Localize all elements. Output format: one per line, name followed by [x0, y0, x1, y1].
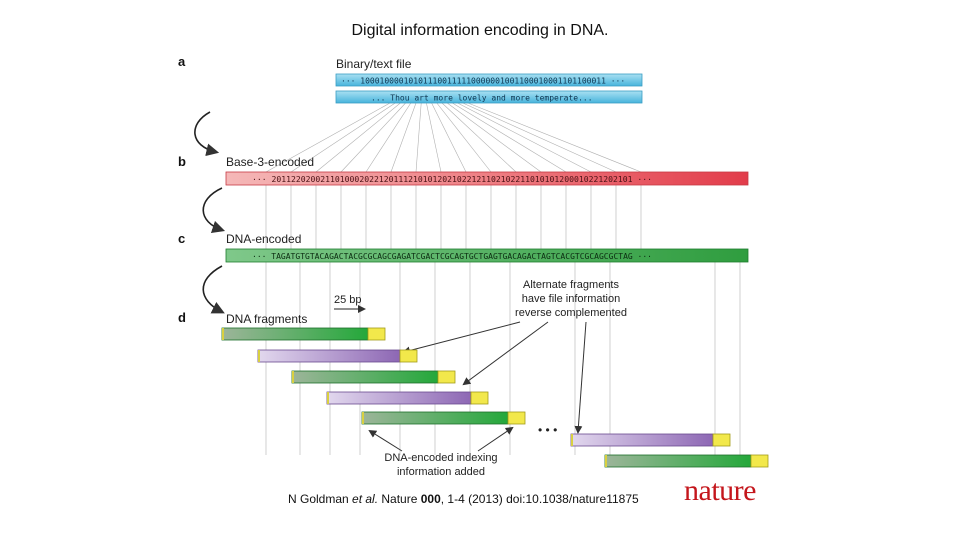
fan-line: [452, 102, 567, 173]
dna-bar: [225, 248, 749, 263]
citation-rest: , 1-4 (2013) doi:10.1038/nature11875: [440, 492, 639, 506]
fragment-end-mark: [605, 455, 607, 467]
fragments-ellipsis: • • •: [538, 423, 557, 437]
index-block: [437, 370, 456, 384]
fragment-end-mark: [222, 328, 224, 340]
fragment-body: [604, 454, 752, 468]
dna-fragment: [291, 370, 456, 384]
fragment-body: [326, 391, 472, 405]
fragment-end-mark: [292, 371, 294, 383]
index-note-arrow-left: [368, 429, 403, 452]
fragment-end-mark: [362, 412, 364, 424]
dna-sequence: ··· TAGATGTGTACAGACTACGCGCAGCGAGATCGACTC…: [252, 252, 652, 261]
index-note-line-1: DNA-encoded indexing: [384, 452, 497, 464]
panel-b-label: Base-3-encoded: [226, 155, 314, 169]
alt-note-arrow-1: [402, 321, 521, 355]
fan-line: [447, 102, 542, 173]
citation-authors: N Goldman: [288, 492, 353, 506]
fan-line: [415, 102, 422, 173]
connector-lines: [265, 91, 741, 455]
panel-c-label: DNA-encoded: [226, 232, 301, 246]
fragment-end-mark: [258, 350, 260, 362]
fan-line: [457, 102, 592, 173]
fan-line: [265, 102, 391, 173]
fragment-body: [570, 433, 714, 447]
index-block: [367, 327, 386, 341]
panel-d-label: DNA fragments: [226, 312, 307, 326]
fragment-end-mark: [327, 392, 329, 404]
dna-fragment: [570, 433, 731, 447]
binary-text: ··· 100010000101011100111110000001001100…: [341, 77, 625, 86]
index-note-line-2: information added: [397, 466, 485, 478]
panel-letter-b: b: [178, 154, 186, 169]
panel-letter-d: d: [178, 310, 186, 325]
dna-fragment: [361, 411, 526, 425]
base3-sequence: ··· 201122020021101000202212011121010120…: [252, 175, 652, 184]
fan-line: [467, 102, 642, 173]
dna-fragment: [604, 454, 769, 468]
fan-line: [365, 102, 412, 173]
dna-fragment: [326, 391, 489, 405]
fan-line: [436, 102, 492, 173]
citation: N Goldman et al. Nature 000, 1-4 (2013) …: [288, 492, 639, 506]
fragment-end-mark: [571, 434, 573, 446]
fan-line: [290, 102, 396, 173]
fan-line: [426, 102, 442, 173]
dna-fragments: [221, 327, 769, 468]
alt-note-arrow-2: [462, 321, 549, 386]
panel-a-label: Binary/text file: [336, 57, 412, 71]
dna-fragment: [221, 327, 386, 341]
index-block: [712, 433, 731, 447]
panel-letter-c: c: [178, 231, 185, 246]
citation-journal: Nature: [378, 492, 421, 506]
alt-note-line-2: have file information: [522, 293, 620, 305]
fan-line: [390, 102, 417, 173]
fan-line: [315, 102, 401, 173]
curved-arrow-c-to-d: [202, 265, 225, 314]
indexing-note: DNA-encoded indexing information added: [384, 452, 497, 478]
panel-letter-a: a: [178, 54, 186, 69]
index-block: [399, 349, 418, 363]
alternate-fragments-note: Alternate fragments have file informatio…: [515, 279, 627, 319]
dna-fragment: [257, 349, 418, 363]
fragment-body: [257, 349, 401, 363]
alt-note-line-3: reverse complemented: [515, 307, 627, 319]
figure-title: Digital information encoding in DNA.: [351, 22, 609, 39]
index-block: [507, 411, 526, 425]
fragment-body: [291, 370, 439, 384]
plain-text: ... Thou art more lovely and more temper…: [371, 94, 593, 103]
citation-volume: 000: [420, 492, 441, 506]
index-block: [750, 454, 769, 468]
fan-line: [431, 102, 467, 173]
nature-logo: nature: [684, 474, 756, 507]
binary-bar: [335, 73, 643, 87]
base3-bar: [225, 171, 749, 186]
plain-text-bar: [335, 90, 643, 104]
span-label: 25 bp: [334, 294, 362, 306]
fan-line: [340, 102, 406, 173]
curved-arrow-b-to-c: [202, 187, 226, 234]
fragment-body: [221, 327, 369, 341]
alt-note-line-1: Alternate fragments: [523, 279, 619, 291]
fragment-body: [361, 411, 509, 425]
fan-line: [441, 102, 517, 173]
fan-line: [462, 102, 617, 173]
index-note-arrow-right: [477, 426, 514, 452]
index-block: [470, 391, 489, 405]
curved-arrow-a-to-b: [194, 111, 220, 157]
alt-note-arrow-3: [574, 321, 587, 434]
citation-etal: et al.: [352, 492, 379, 506]
